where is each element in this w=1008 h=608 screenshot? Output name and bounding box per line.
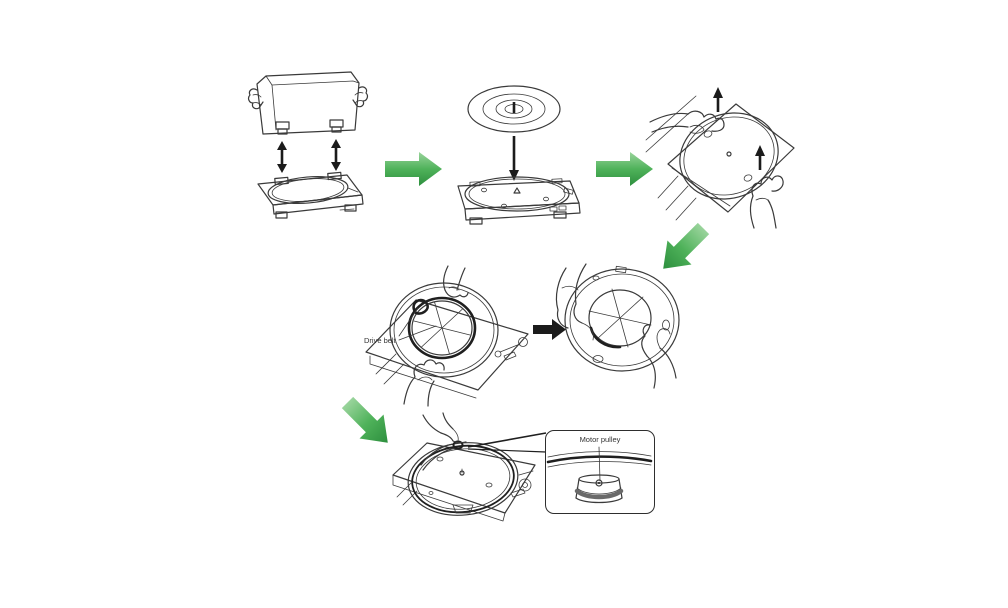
hinge-left bbox=[275, 121, 290, 135]
drive-belt-leader-lines bbox=[398, 307, 437, 341]
tonearm bbox=[510, 470, 534, 498]
hand-icon-right bbox=[352, 86, 369, 108]
dust-cover bbox=[256, 71, 360, 135]
callout-lines bbox=[467, 432, 547, 453]
hand-icon-bottom bbox=[749, 175, 784, 229]
hand-icon-top bbox=[649, 110, 725, 134]
hand-icon-top bbox=[442, 265, 469, 298]
green-arrow-right-icon bbox=[596, 152, 653, 186]
motor-pulley-zoom-drawing bbox=[546, 446, 653, 504]
double-arrow-icon-left bbox=[277, 141, 287, 173]
turntable-base bbox=[457, 176, 581, 225]
step-attach-belt-drawing bbox=[392, 412, 536, 522]
table-surface bbox=[645, 95, 697, 221]
rubber-mat bbox=[467, 85, 561, 133]
black-arrow-right-icon bbox=[533, 319, 566, 340]
up-arrow-icon-2 bbox=[755, 145, 765, 170]
turntable-base bbox=[365, 299, 529, 399]
motor-pulley bbox=[420, 440, 464, 471]
hand-icon-left bbox=[555, 263, 594, 341]
up-arrow-icon-1 bbox=[713, 87, 723, 112]
drive-belt bbox=[407, 296, 477, 360]
pulley bbox=[574, 446, 624, 504]
turntable-base bbox=[392, 442, 536, 522]
green-arrow-down-right-icon bbox=[341, 396, 388, 443]
double-arrow-icon-right bbox=[331, 139, 341, 171]
hand-icon-left bbox=[247, 88, 264, 110]
down-arrow-icon bbox=[509, 136, 519, 181]
motor-pulley-callout: Motor pulley bbox=[545, 430, 655, 514]
platter bbox=[679, 112, 779, 200]
hand-icon-bottom bbox=[403, 359, 445, 407]
turntable-base bbox=[667, 103, 795, 213]
step-drive-belt-drawing bbox=[365, 265, 529, 407]
hinge-right bbox=[329, 119, 344, 133]
green-arrow-down-left-icon bbox=[663, 222, 710, 269]
green-arrow-right-icon bbox=[385, 152, 442, 186]
drive-belt-label: Drive belt bbox=[364, 336, 396, 345]
motor-pulley-label: Motor pulley bbox=[579, 435, 621, 444]
platter-underside bbox=[564, 265, 680, 372]
tonearm bbox=[494, 337, 528, 361]
hand-icon-right bbox=[641, 324, 677, 389]
step-hold-platter-drawing bbox=[555, 263, 680, 389]
step-remove-dust-cover-drawing bbox=[247, 71, 369, 219]
step-lift-platter-drawing bbox=[645, 87, 795, 229]
hand-icon bbox=[422, 412, 467, 444]
turntable-base bbox=[257, 171, 364, 219]
step-place-mat-drawing bbox=[457, 85, 581, 225]
